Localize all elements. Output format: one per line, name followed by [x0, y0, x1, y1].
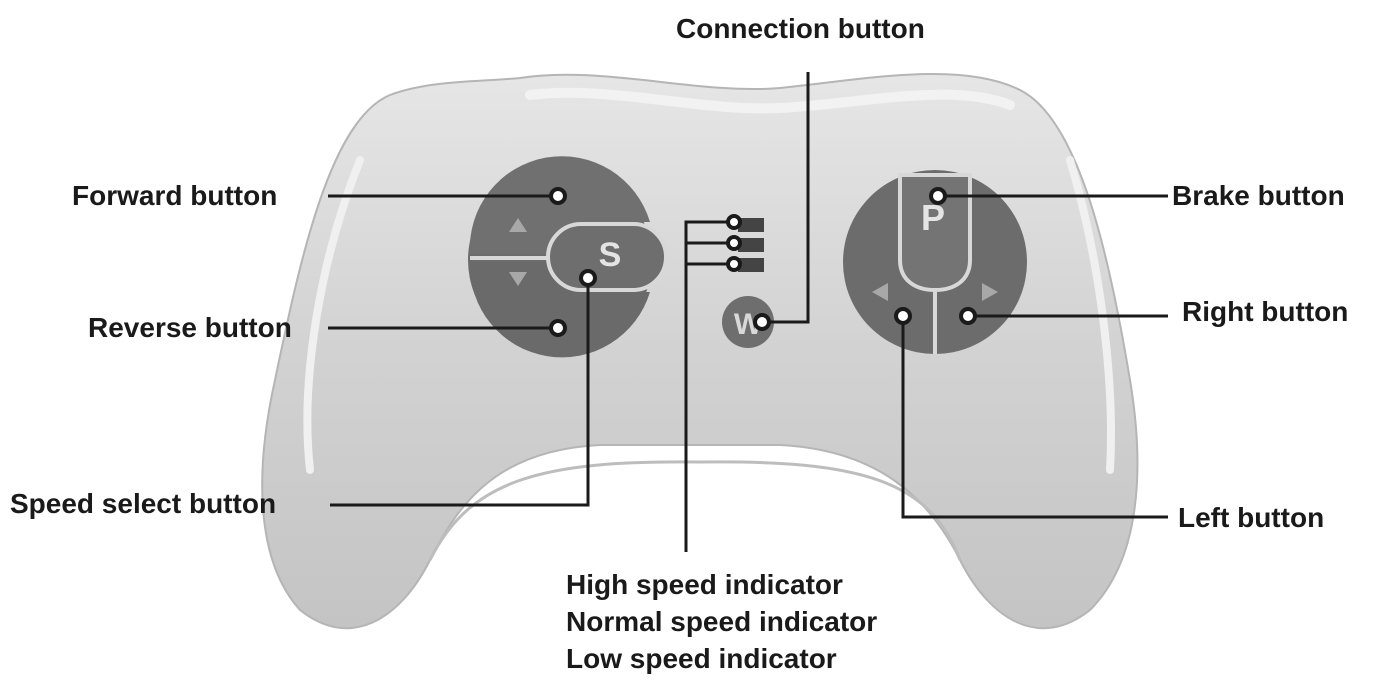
body-shadow-right — [1066, 156, 1115, 474]
low-speed-label: Low speed indicator — [566, 643, 837, 674]
reverse-label: Reverse button — [88, 312, 292, 343]
callout-dots — [549, 187, 977, 337]
connection-dot — [753, 313, 771, 331]
forward-arrow-icon — [509, 218, 527, 232]
right-dot — [959, 307, 977, 325]
left-label: Left button — [1178, 502, 1325, 533]
connection-label: Connection button — [676, 13, 925, 44]
connection-leader — [762, 72, 810, 324]
normal-speed-indicator — [738, 238, 764, 252]
body-lower-contour — [428, 460, 962, 561]
forward-dot — [549, 187, 567, 205]
reverse-dot — [549, 319, 567, 337]
high-speed-label: High speed indicator — [566, 569, 843, 600]
low-speed-indicator — [738, 258, 764, 272]
high-speed-dot — [726, 214, 742, 230]
body-highlight — [525, 87, 1015, 114]
right-arrow-icon — [982, 283, 998, 301]
controller-body — [261, 73, 1139, 630]
speed-select-label: Speed select button — [10, 488, 277, 519]
indicators-leader-high — [684, 220, 734, 552]
speed-select-button[interactable] — [546, 222, 668, 292]
right-label: Right button — [1182, 296, 1349, 327]
speed-select-leader — [330, 278, 590, 507]
reverse-arrow-icon — [509, 272, 527, 286]
low-speed-dot — [726, 256, 742, 272]
speed-select-dot — [579, 269, 597, 287]
left-leader — [901, 316, 1168, 519]
normal-speed-dot — [726, 235, 742, 251]
normal-speed-label: Normal speed indicator — [566, 606, 878, 637]
brake-dot — [929, 187, 947, 205]
reverse-button[interactable] — [469, 262, 650, 358]
left-arrow-icon — [872, 283, 888, 301]
right-dpad: P — [843, 170, 1027, 354]
body-shadow-left — [303, 156, 364, 474]
speed-indicators — [738, 218, 764, 272]
leader-lines — [328, 72, 1168, 552]
left-dot — [894, 307, 912, 325]
left-dpad: S — [468, 156, 668, 358]
speed-select-glyph: S — [599, 236, 622, 274]
brake-button[interactable] — [898, 173, 972, 293]
high-speed-indicator — [738, 218, 764, 232]
brake-label: Brake button — [1172, 180, 1345, 211]
connection-button[interactable] — [722, 296, 774, 348]
forward-label: Forward button — [72, 180, 278, 211]
